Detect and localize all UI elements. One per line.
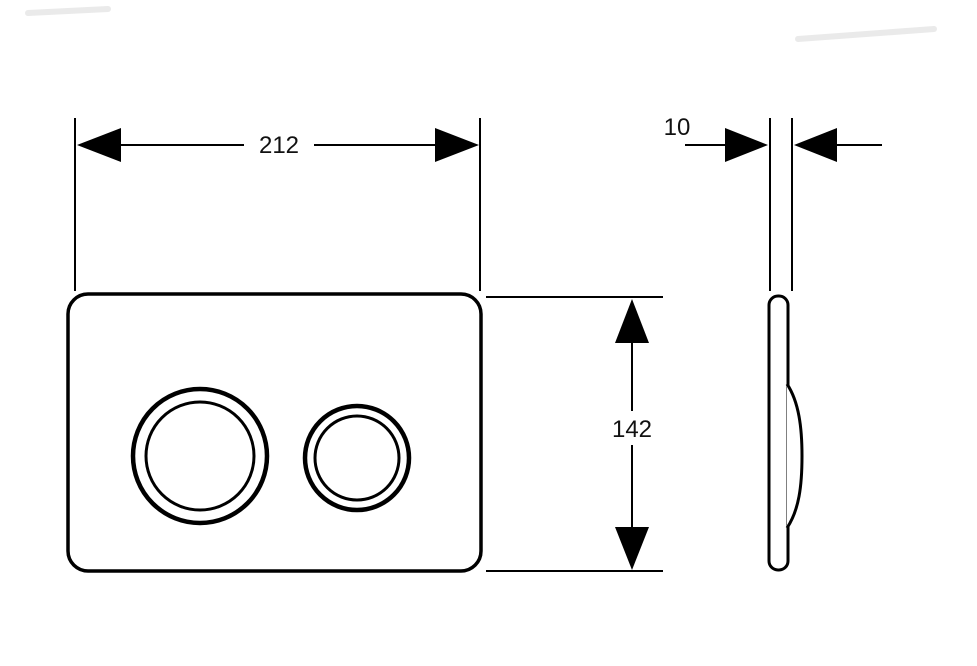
scan-artifacts [25,6,937,42]
large-button-inner-ring [144,400,256,512]
width-dimension: 212 [74,118,481,291]
arrowhead-right-icon [435,128,479,162]
arrowhead-down-icon [615,527,649,570]
arrowhead-left-inward-icon [794,128,837,162]
side-view-profile [767,294,804,572]
arrowhead-up-icon [615,299,649,343]
artifact-top-right [795,26,937,42]
depth-dimension-label: 10 [664,114,691,141]
width-dimension-label: 212 [259,132,299,159]
plate-outline [66,292,483,573]
arrowhead-right-inward-icon [725,128,768,162]
profile-button-bulge [785,383,804,529]
arrowhead-left-icon [77,128,121,162]
small-button-inner-ring [313,414,401,502]
height-dimension-label: 142 [612,416,652,443]
depth-dimension: 10 [664,114,882,291]
large-button-outer-ring [130,386,270,526]
width-label-mask [244,129,314,161]
small-button-outer-ring [302,403,412,513]
front-view-plate [66,292,483,573]
artifact-top-left [25,6,111,16]
profile-outline [767,294,790,572]
height-dimension: 142 [486,296,664,572]
height-label-mask [600,411,664,445]
